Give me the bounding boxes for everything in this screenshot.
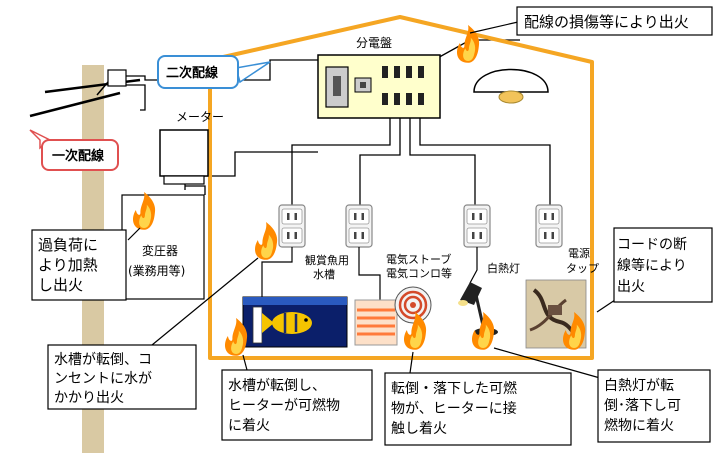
callout-tank-water-line3: かかり出火 xyxy=(54,390,124,406)
wiring xyxy=(126,39,551,205)
callout-tank-heater-line2: ヒーターが可燃物 xyxy=(228,397,340,414)
outlet-icon xyxy=(278,204,306,248)
callout-overload-line3: し出火 xyxy=(38,276,83,294)
callout-stove-fall-line1: 転倒・落下した可燃 xyxy=(391,380,517,397)
meter-label: メーター xyxy=(176,110,224,124)
ceiling-lamp-icon xyxy=(473,68,549,104)
callout-wiring-damage: 配線の損傷等により出火 xyxy=(516,6,713,36)
callout-cord-break-line2: 線等により xyxy=(617,257,687,274)
callout-tank-heater: 水槽が転倒し、 ヒーターが可燃物 に着火 xyxy=(221,369,373,441)
callout-tank-water-line2: ンセントに水が xyxy=(54,371,152,387)
callout-tank-water: 水槽が転倒、コ ンセントに水が かかり出火 xyxy=(47,344,197,410)
callout-overload: 過負荷に より加熱 し出火 xyxy=(31,229,127,301)
tap-label-2: タップ xyxy=(566,262,599,275)
tap-label-1: 電源 xyxy=(568,246,590,260)
callout-leaders xyxy=(127,21,616,379)
primary-wiring-callout: 一次配線 xyxy=(29,129,119,171)
distribution-panel xyxy=(317,54,441,119)
aquarium-label-1: 観賞魚用 xyxy=(305,253,349,267)
callout-lamp-fall-line3: 燃物に着火 xyxy=(604,417,674,434)
callout-tank-heater-line3: に着火 xyxy=(228,418,270,434)
callout-cord-break-line1: コードの断 xyxy=(617,237,687,253)
stove-label-1: 電気ストーブ xyxy=(386,252,451,266)
secondary-wiring-callout: 二次配線 xyxy=(157,55,271,89)
callout-tank-water-line1: 水槽が転倒、コ xyxy=(54,352,152,368)
pole-transformer-box xyxy=(107,69,127,87)
transformer-label-2: (業務用等) xyxy=(128,264,185,278)
callout-lamp-fall-line2: 倒･落下し可 xyxy=(604,398,681,414)
primary-wiring-label: 一次配線 xyxy=(52,148,105,164)
callout-overload-line1: 過負荷に xyxy=(38,236,98,254)
transformer-label-1: 変圧器 xyxy=(142,243,178,258)
outlet-icon xyxy=(535,204,563,248)
aquarium-icon xyxy=(242,296,348,348)
stove-label-2: 電気コンロ等 xyxy=(386,266,452,280)
secondary-wiring-label: 二次配線 xyxy=(166,65,219,81)
callout-lamp-fall-line1: 白熱灯が転 xyxy=(604,378,674,394)
distribution-panel-label: 分電盤 xyxy=(356,36,392,50)
lamp-label: 白熱灯 xyxy=(487,261,520,275)
callout-cord-break-line3: 出火 xyxy=(617,279,645,295)
callout-lamp-fall: 白熱灯が転 倒･落下し可 燃物に着火 xyxy=(597,369,711,443)
callout-tank-heater-line1: 水槽が転倒し、 xyxy=(228,378,326,394)
callout-stove-fall: 転倒・落下した可燃 物が、ヒーターに接 触し着火 xyxy=(384,372,572,446)
flame-icon xyxy=(254,222,278,260)
aquarium-label-2: 水槽 xyxy=(313,268,335,281)
appliance-cords xyxy=(261,247,478,305)
meter xyxy=(159,129,209,185)
outlet-icon xyxy=(463,204,491,248)
callout-stove-fall-line2: 物が、ヒーターに接 xyxy=(391,400,517,417)
callout-stove-fall-line3: 触し着火 xyxy=(391,421,447,437)
heater-icon xyxy=(354,286,432,346)
callout-cord-break: コードの断 線等により 出火 xyxy=(613,227,713,303)
outlet-icon xyxy=(345,204,373,248)
callout-overload-line2: より加熱 xyxy=(38,256,98,274)
callout-wiring-damage-text: 配線の損傷等により出火 xyxy=(524,13,689,31)
